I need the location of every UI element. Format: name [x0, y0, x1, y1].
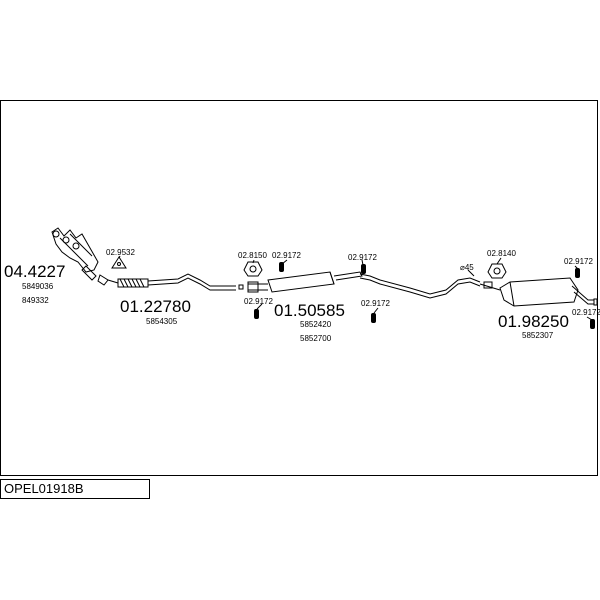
- front-pipe-ref-1: 5854305: [146, 317, 178, 326]
- hanger-b-shape: [279, 262, 284, 272]
- hanger-f-shape: [575, 268, 580, 278]
- hanger-b-label: 02.9172: [272, 251, 301, 260]
- rear-silencer-shape: [479, 277, 598, 307]
- hanger-c-label: 02.9172: [348, 253, 377, 262]
- manifold-shape: [51, 227, 99, 281]
- hanger-a-shape: [254, 309, 259, 319]
- mid-silencer-ref-1: 5852420: [300, 320, 332, 329]
- hanger-d-shape: [371, 313, 376, 323]
- diagram-code-box: OPEL01918B: [0, 479, 150, 499]
- mid-silencer-ref-2: 5852700: [300, 334, 332, 343]
- clamp-8150-label: 02.8150: [238, 251, 267, 260]
- hanger-c-shape: [361, 264, 366, 274]
- clamp-8140-label: 02.8140: [487, 249, 516, 258]
- hanger-g-shape: [590, 319, 595, 329]
- clamp-8150-shape: [243, 261, 263, 277]
- mid-silencer-code: 01.50585: [274, 301, 345, 320]
- hanger-a-label: 02.9172: [244, 297, 273, 306]
- diagram-frame: [0, 100, 598, 476]
- clamp-8140-shape: [487, 263, 507, 279]
- rear-silencer-code: 01.98250: [498, 312, 569, 331]
- manifold-ref-2: 849332: [22, 296, 49, 305]
- gasket-9532-label: 02.9532: [106, 248, 135, 257]
- manifold-code: 04.4227: [4, 262, 65, 281]
- mid-silencer-shape: [247, 271, 481, 299]
- hanger-f-label: 02.9172: [564, 257, 593, 266]
- gasket-9532-shape: [111, 256, 127, 269]
- hanger-d-label: 02.9172: [361, 299, 390, 308]
- front-pipe-shape: [107, 273, 244, 291]
- front-pipe-code: 01.22780: [120, 297, 191, 316]
- manifold-ref-1: 5849036: [22, 282, 54, 291]
- rear-silencer-ref-1: 5852307: [522, 331, 554, 340]
- diagram-code: OPEL01918B: [4, 481, 84, 496]
- hanger-g-label: 02.9172: [572, 308, 600, 317]
- flange-shape: [97, 274, 109, 286]
- diameter-label: ⌀45: [460, 263, 474, 272]
